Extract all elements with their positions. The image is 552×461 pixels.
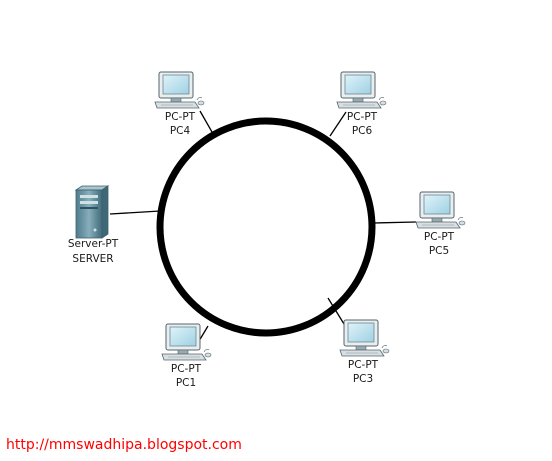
- link-server: [109, 210, 161, 215]
- server-icon: [74, 185, 110, 239]
- node-server[interactable]: Server-PT SERVER: [68, 185, 119, 265]
- pc-icon: [161, 323, 212, 361]
- node-pc1-name-label: PC1: [176, 377, 196, 389]
- ring-network-circle: [156, 117, 376, 337]
- link-pc4: [199, 110, 213, 133]
- node-pc5[interactable]: PC-PT PC5: [415, 191, 466, 257]
- node-server-name-label: SERVER: [72, 253, 113, 265]
- pc-icon: [415, 191, 466, 229]
- link-pc6: [329, 111, 347, 137]
- node-server-type-label: Server-PT: [68, 238, 119, 250]
- pc-icon: [339, 319, 390, 357]
- node-pc3-name-label: PC3: [353, 373, 373, 385]
- node-pc6-type-label: PC-PT: [347, 111, 378, 123]
- node-pc6-name-label: PC6: [352, 125, 373, 137]
- node-pc1[interactable]: PC-PT PC1: [161, 323, 212, 389]
- node-pc3[interactable]: PC-PT PC3: [339, 319, 390, 385]
- pc-icon: [154, 71, 205, 109]
- node-pc4-name-label: PC4: [170, 125, 191, 137]
- link-pc5: [372, 221, 417, 224]
- node-pc4[interactable]: PC-PT PC4: [154, 71, 205, 137]
- watermark-url: http://mmswadhipa.blogspot.com: [6, 437, 242, 453]
- node-pc6[interactable]: PC-PT PC6: [336, 71, 387, 137]
- node-pc5-name-label: PC5: [429, 245, 449, 257]
- node-pc3-type-label: PC-PT: [348, 359, 379, 371]
- node-pc5-type-label: PC-PT: [424, 231, 455, 243]
- pc-icon: [336, 71, 387, 109]
- node-pc4-type-label: PC-PT: [165, 111, 196, 123]
- node-pc1-type-label: PC-PT: [171, 363, 202, 375]
